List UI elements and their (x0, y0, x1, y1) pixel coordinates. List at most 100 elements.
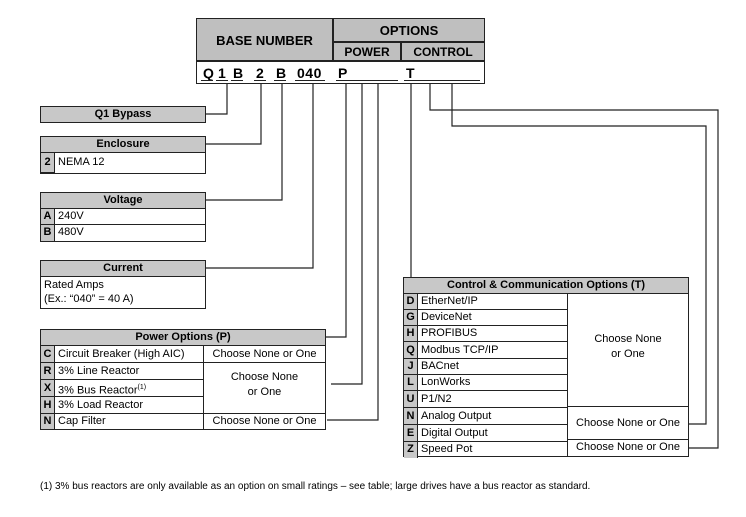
power-choose-rxh-1: Choose None (230, 371, 299, 383)
control-choose-z: Choose None or One (576, 441, 680, 453)
code-part-p: P (338, 65, 348, 81)
connector-power-rxh (331, 82, 363, 385)
enclosure-item: 2 NEMA 12 (41, 153, 205, 173)
power-options-box: Power Options (P) C Circuit Breaker (Hig… (40, 329, 326, 430)
connector-enclosure (206, 82, 262, 145)
power-item-n: N Cap Filter (41, 414, 203, 429)
control-code: D (404, 294, 418, 310)
control-choose-comm-1: Choose None (594, 333, 662, 345)
current-title: Current (40, 260, 206, 277)
power-label-h: 3% Load Reactor (55, 397, 203, 414)
control-code: Q (404, 342, 418, 359)
control-code: U (404, 391, 418, 408)
current-line2: (Ex.: “040” = 40 A) (44, 293, 134, 305)
connector-current (206, 82, 314, 269)
control-label: BACnet (418, 359, 567, 375)
footnote-marker: (1) (137, 384, 147, 391)
control-options-title: Control & Communication Options (T) (403, 277, 689, 294)
control-label: DeviceNet (418, 310, 567, 326)
power-code-r: R (41, 363, 55, 380)
power-options-title: Power Options (P) (40, 329, 326, 346)
voltage-code-b: B (41, 225, 55, 241)
control-code: Z (404, 442, 418, 458)
control-code: H (404, 326, 418, 342)
power-label-r: 3% Line Reactor (55, 363, 203, 380)
control-label: EtherNet/IP (418, 294, 567, 310)
current-line1: Rated Amps (44, 279, 104, 291)
footnote: (1) 3% bus reactors are only available a… (40, 481, 591, 492)
code-part-b: B (233, 65, 244, 81)
enclosure-title: Enclosure (40, 136, 206, 153)
power-item-c: C Circuit Breaker (High AIC) (41, 346, 203, 363)
power-item-r: R 3% Line Reactor (41, 363, 203, 380)
enclosure-code: 2 (41, 153, 55, 173)
enclosure-box: Enclosure 2 NEMA 12 (40, 136, 206, 174)
connector-control-ne (451, 82, 707, 425)
voltage-label-a: 240V (55, 209, 205, 225)
power-header: POWER (333, 42, 401, 61)
control-label: PROFIBUS (418, 326, 567, 342)
model-code-row: Q 1 B 2 B 040 P T (196, 61, 485, 84)
power-code-h: H (41, 397, 55, 414)
control-label: Speed Pot (421, 443, 473, 455)
power-label-n: Cap Filter (58, 415, 106, 427)
connector-power-c (325, 82, 347, 338)
power-code-n: N (41, 414, 55, 429)
control-code: G (404, 310, 418, 326)
control-choose-ne: Choose None or One (568, 406, 688, 440)
base-number-header: BASE NUMBER (196, 18, 333, 61)
current-box: Current Rated Amps (Ex.: “040” = 40 A) (40, 260, 206, 309)
code-part-amps: 040 (297, 65, 322, 81)
voltage-box: Voltage A 240V B 480V (40, 192, 206, 242)
enclosure-label: NEMA 12 (58, 156, 105, 168)
voltage-label-b: 480V (58, 226, 84, 238)
options-header: OPTIONS (333, 18, 485, 42)
voltage-item: B 480V (41, 225, 205, 241)
code-part-1: 1 (218, 65, 227, 81)
code-part-t: T (406, 65, 416, 81)
power-label-x-text: 3% Bus Reactor (58, 384, 138, 397)
q1-bypass-box: Q1 Bypass (40, 106, 206, 123)
control-label: Analog Output (418, 408, 567, 425)
connector-voltage (206, 82, 283, 201)
voltage-code-a: A (41, 209, 55, 225)
power-choose-c: Choose None or One (204, 346, 325, 363)
control-label: P1/N2 (418, 391, 567, 408)
power-item-x: X 3% Bus Reactor(1) (41, 380, 203, 397)
connector-control-z (429, 82, 719, 449)
control-label: Digital Output (418, 425, 567, 442)
control-header: CONTROL (401, 42, 485, 61)
control-label: LonWorks (418, 375, 567, 391)
code-part-2: 2 (256, 65, 265, 81)
connector-q1-bypass (206, 82, 228, 115)
control-choose-comm-2: or One (611, 348, 645, 360)
control-code: N (404, 408, 418, 425)
control-code: L (404, 375, 418, 391)
code-part-b2: B (276, 65, 287, 81)
power-label-x: 3% Bus Reactor(1) (55, 380, 203, 397)
voltage-item: A 240V (41, 209, 205, 225)
connector-power-n (327, 82, 379, 421)
power-code-x: X (41, 380, 55, 397)
voltage-title: Voltage (40, 192, 206, 209)
power-label-c: Circuit Breaker (High AIC) (55, 346, 203, 363)
power-choose-n: Choose None or One (204, 413, 325, 429)
power-item-h: H 3% Load Reactor (41, 397, 203, 414)
control-code: E (404, 425, 418, 442)
control-label: Modbus TCP/IP (418, 342, 567, 359)
power-code-c: C (41, 346, 55, 363)
control-code: J (404, 359, 418, 375)
code-part-q: Q (203, 65, 215, 81)
